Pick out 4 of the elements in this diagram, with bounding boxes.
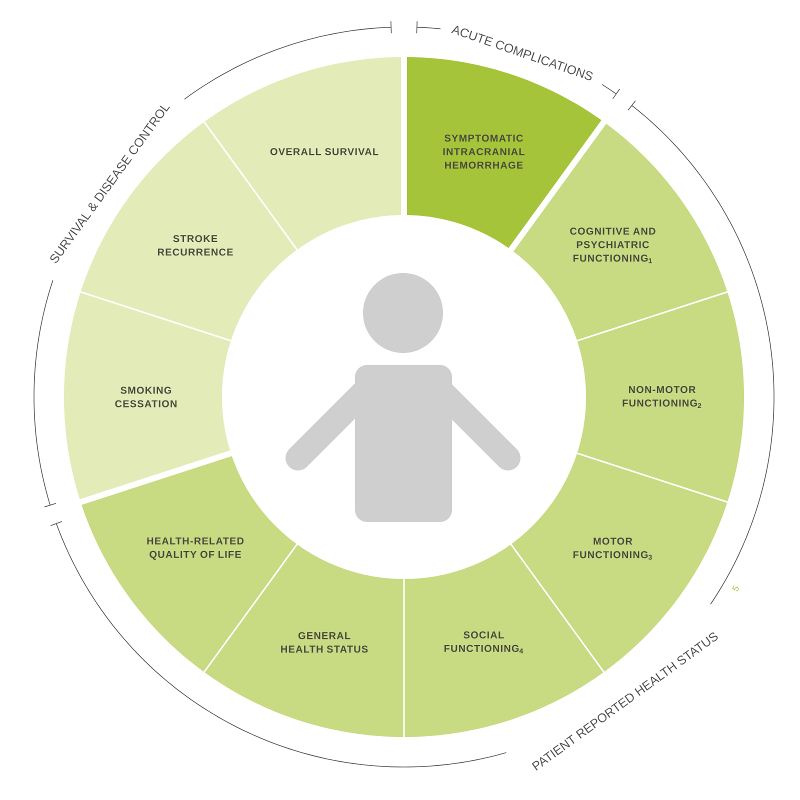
segment: NON-MOTOR FUNCTIONING$_{2}$ (577, 292, 744, 502)
segment: SMOKING CESSATION (64, 292, 231, 500)
node-label: SMOKING CESSATION (115, 386, 177, 408)
node-label: NON-MOTOR FUNCTIONING$_{2}$ (622, 386, 702, 408)
